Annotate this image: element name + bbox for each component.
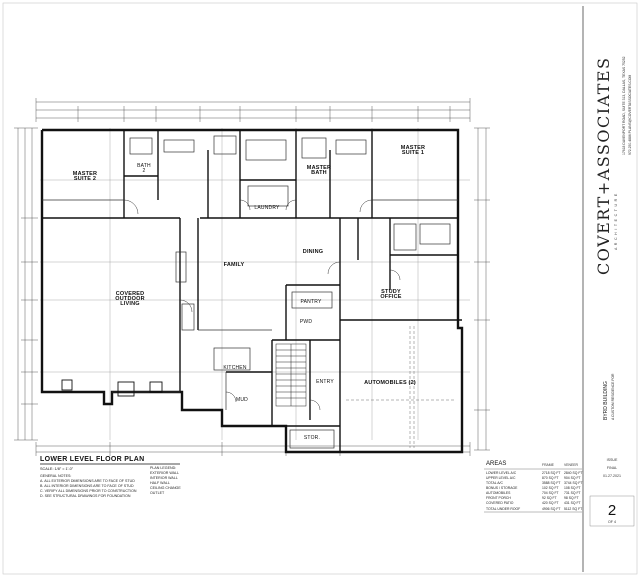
project-subtitle: A CUSTOM RESIDENCE FOR: [611, 373, 615, 420]
room-label-storage: STOR.: [303, 435, 321, 441]
firm-name: COVERT+ASSOCIATES: [594, 56, 613, 275]
issue-date: 01.27.2021: [603, 474, 621, 478]
sheet-scale: SCALE: 1/8" = 1'-0": [40, 467, 74, 471]
dimension-lines-bottom: [35, 442, 471, 456]
interior-walls-major: [42, 130, 462, 452]
areas-title: AREAS: [486, 461, 507, 467]
room-label-entry: ENTRY: [316, 379, 334, 385]
garage-door-lines: [346, 326, 456, 448]
room-label-study-office: STUDY OFFICE: [380, 289, 402, 300]
general-note: A. ALL EXTERIOR DIMENSIONS ARE TO FACE O…: [40, 479, 135, 483]
room-label-mud: MUD: [236, 397, 248, 403]
project-name: BYRD BUILDING: [603, 381, 609, 420]
exterior-walls: [40, 128, 464, 454]
room-label-master-suite-2: MASTER SUITE 2: [72, 171, 98, 182]
interior-partitions: [42, 135, 458, 449]
plan-legend-item: EXTERIOR WALL: [150, 471, 180, 475]
sheet-title: LOWER LEVEL FLOOR PLAN: [40, 456, 145, 463]
room-label-laundry: LAUNDRY: [254, 205, 280, 211]
firm-address: 17618 DAVENPORT ROAD, SUITE 313, DALLAS,…: [622, 56, 626, 155]
general-note: C. VERIFY ALL DIMENSIONS PRIOR TO CONSTR…: [40, 489, 137, 493]
areas-header-veneer: VENEER: [564, 463, 578, 467]
room-label-bath-2: BATH 2: [137, 163, 151, 174]
plan-legend-item: CEILING CHANGE: [150, 486, 181, 490]
firm-subtitle: A R C H I T E C T U R E: [614, 192, 618, 250]
room-label-master-suite-1: MASTER SUITE 1: [400, 145, 426, 156]
plan-legend-item: HALF WALL: [150, 481, 170, 485]
plan-legend-item: OUTLET: [150, 491, 165, 495]
sheet-number-box: [589, 495, 635, 527]
issue-label: ISSUE: [606, 458, 618, 462]
room-label-kitchen: KITCHEN: [223, 365, 247, 371]
stair-treads: [275, 343, 307, 407]
firm-contact: 972.250.4886 PLANS@COVERTASSOCIATES.COM: [628, 74, 632, 155]
dimension-lines-top: [35, 98, 471, 122]
areas-table-frame: [484, 468, 582, 513]
room-label-covered-outdoor-living: COVERED OUTDOOR LIVING: [115, 291, 145, 307]
sheet-of: OF 4: [608, 520, 616, 524]
room-label-powder: PWD: [299, 319, 313, 325]
dimension-lines-left: [14, 127, 38, 441]
general-note: B. ALL INTERIOR DIMENSIONS ARE TO FACE O…: [40, 484, 134, 488]
plan-legend-heading: PLAN LEGEND:: [150, 466, 177, 470]
general-note: D. SEE STRUCTURAL DRAWINGS FOR FOUNDATIO…: [40, 494, 131, 498]
sheet-number: 2: [607, 502, 617, 519]
issue-value: FINAL: [606, 466, 618, 470]
plan-legend-item: INTERIOR WALL: [150, 476, 178, 480]
dimension-lines-right: [474, 127, 490, 451]
patio-columns: [61, 379, 163, 397]
door-swings: [123, 199, 401, 411]
room-label-family: FAMILY: [223, 262, 245, 268]
room-label-dining: DINING: [302, 249, 324, 255]
areas-header-frame: FRAME: [542, 463, 554, 467]
room-label-pantry: PANTRY: [300, 299, 322, 305]
room-label-garage: AUTOMOBILES (2): [364, 380, 416, 386]
general-notes-heading: GENERAL NOTES:: [40, 474, 72, 478]
room-label-master-bath: MASTER BATH: [306, 165, 332, 176]
